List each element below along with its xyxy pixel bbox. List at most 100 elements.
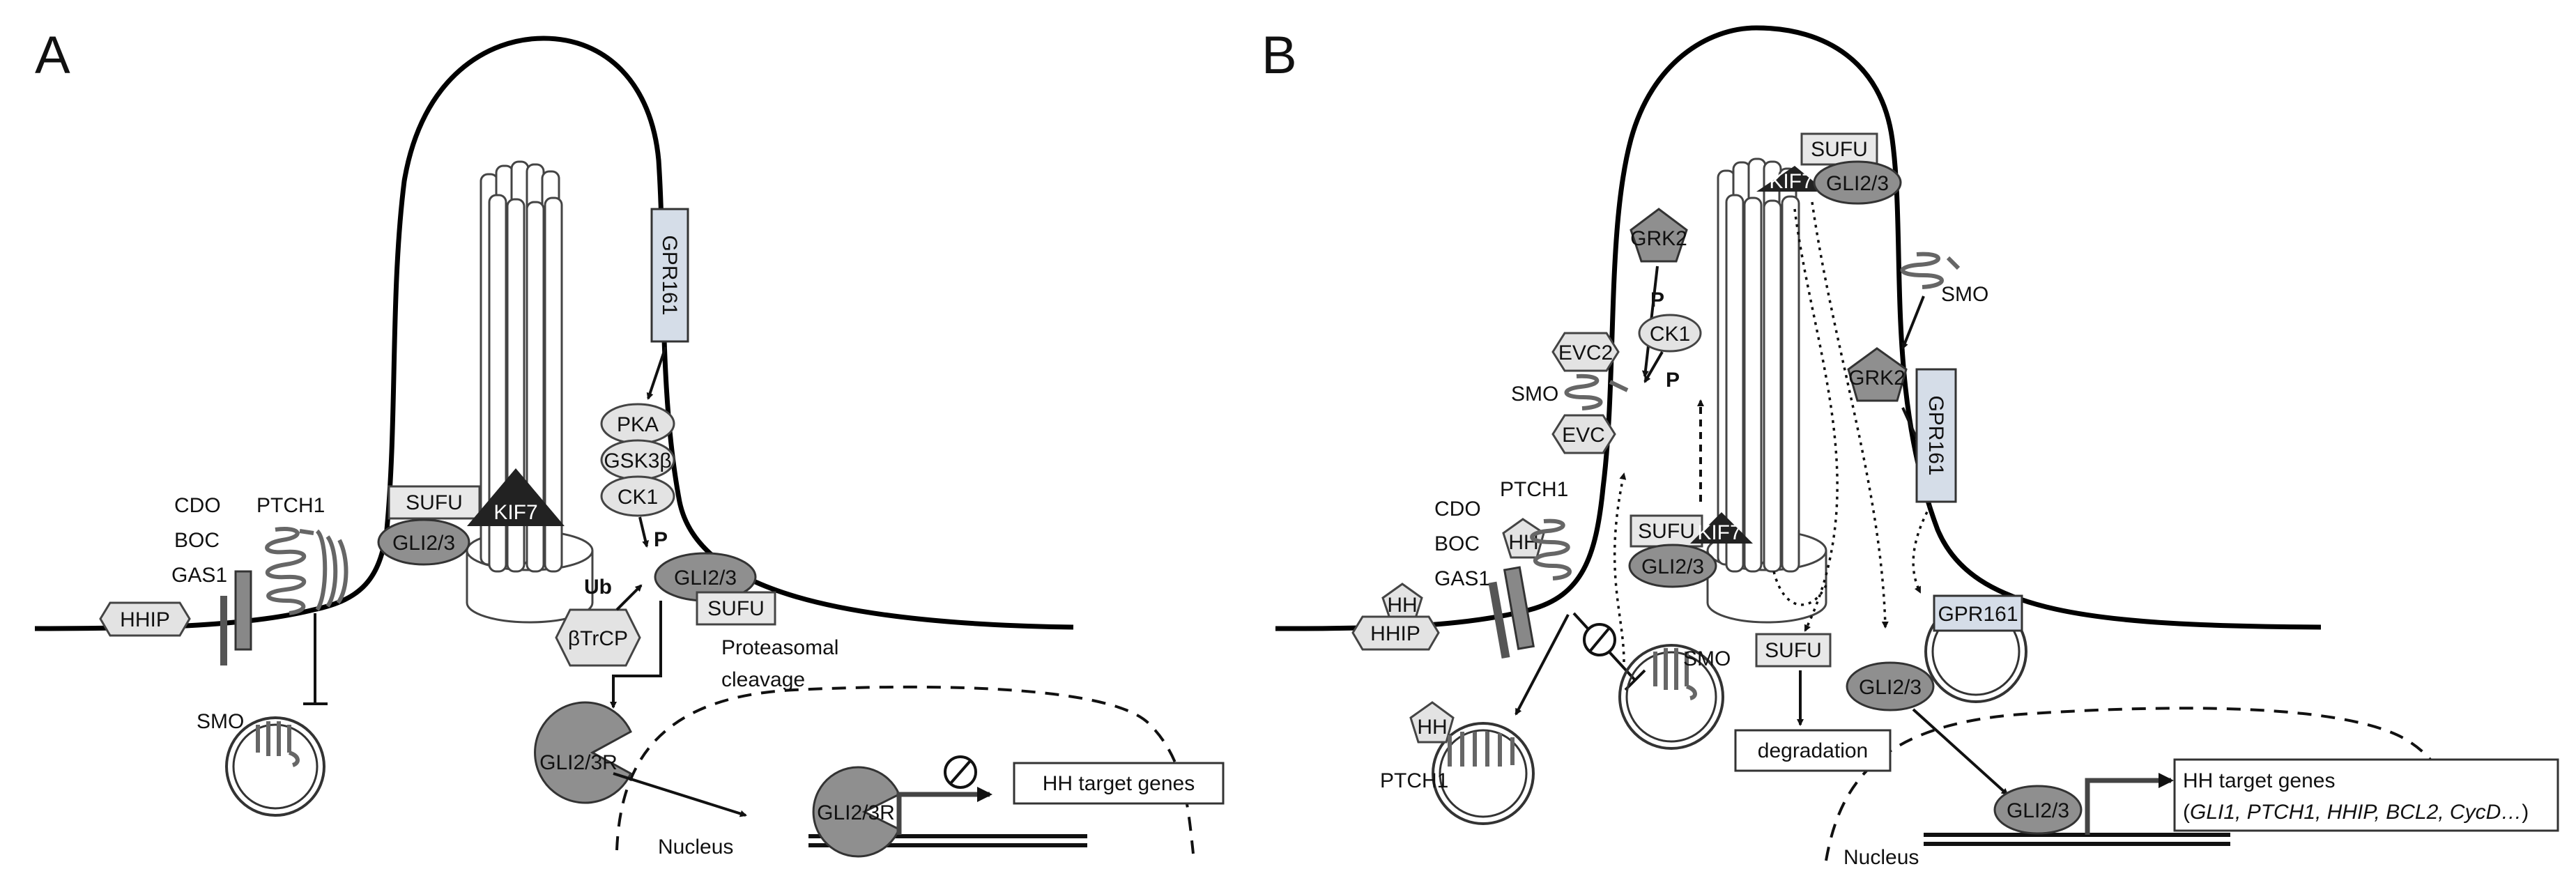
panel-a-letter: A (35, 26, 70, 85)
panel-b-letter: B (1262, 26, 1297, 85)
panel-a-cleavage-arrow (610, 601, 662, 709)
panel-b-gpr161-exit-arrow (1912, 505, 1932, 594)
panel-a-smo-vesicle-inner (232, 723, 319, 810)
panel-b-base-kif7-label: KIF7 (1697, 521, 1741, 544)
panel-a-gsk3b-label: GSK3β (604, 449, 671, 472)
panel-a-gli-r-to-nucleus-arrow (613, 772, 747, 817)
panel-b-phospho-grk2-mark: P (1650, 288, 1664, 311)
panel-b-ck1-label: CK1 (1650, 323, 1690, 346)
panel-a-ptch1-helices (315, 529, 348, 611)
panel-b-smo-cilium-label: SMO (1511, 383, 1558, 406)
panel-b-tip-kif7-label: KIF7 (1769, 170, 1813, 193)
panel-a-gli-label: GLI2/3 (392, 532, 455, 555)
panel-b-smo-vesicle-outer (1618, 644, 1724, 750)
panel-a-sufu-box (388, 485, 481, 520)
panel-b: B Nucleus SUFU KIF7 GLI2/3 S (1262, 25, 2559, 869)
panel-b-nucleus-label: Nucleus (1843, 846, 1919, 869)
panel-a-cdo-label: CDO (174, 494, 221, 517)
panel-a-gli-p-label: GLI2/3 (674, 567, 737, 590)
panel-b-coreceptor-bar-2 (1503, 566, 1535, 650)
panel-b-target-genes-line: (GLI1, PTCH1, HHIP, BCL2, CycD…) (2183, 801, 2529, 824)
panel-b-evc-label: EVC (1562, 424, 1605, 447)
panel-b-ptch1-internalize-arrow (1515, 614, 1570, 716)
panel-a-target-label: HH target genes (1043, 772, 1195, 795)
panel-a-proteasomal-line1: Proteasomal (721, 636, 838, 659)
panel-b-smo-right-coil (1900, 252, 1961, 289)
panel-b-free-gli-label: GLI2/3 (1859, 676, 1922, 699)
panel-a-gpr161-box (650, 208, 689, 343)
panel-a-gli-r-dna-label: GLI2/3R (817, 801, 895, 824)
panel-b-evc-shape (1551, 414, 1616, 454)
panel-b-cdo-label: CDO (1434, 498, 1481, 521)
panel-a-smo-coil (256, 721, 300, 767)
panel-b-ptch1-coil (1530, 518, 1572, 580)
panel-a-ptch1-coil (265, 527, 314, 615)
panel-b-evc2-label: EVC2 (1558, 341, 1613, 364)
panel-b-ptch1-vesicle-inner (1439, 729, 1528, 818)
panel-b-smo-right-arrow (1901, 295, 1925, 350)
panel-a-coreceptor-bar-2 (234, 570, 252, 651)
panel-b-gpr161-box (1915, 368, 1957, 503)
panel-b-base-kif7-triangle (1690, 512, 1753, 544)
panel-b-hh-vesicle-label: HH (1417, 716, 1447, 739)
panel-a-ck1-label: CK1 (618, 486, 658, 509)
panel-b-free-gli-ellipse (1846, 661, 1935, 711)
panel-b-gpr161-vesicle-label: GPR161 (1938, 603, 2018, 626)
panel-a-btrcp-shape (555, 608, 641, 667)
panel-a-btrcp-label: βTrCP (568, 627, 628, 650)
panel-b-smo-vesicle-inner (1625, 651, 1717, 743)
panel-b-tip-kif7-triangle (1756, 166, 1826, 192)
panel-a-block-slash (949, 760, 972, 785)
panel-a-gli-ellipse (377, 518, 470, 566)
panel-a-kif7-label: KIF7 (493, 501, 537, 524)
panel-b-dna-gli-ellipse (1993, 785, 2083, 835)
panel-b-hhip-label: HHIP (1370, 622, 1420, 645)
panel-b-tip-gli-exit-arrow (1811, 201, 1889, 629)
panel-b-target-open-paren: ( (2183, 801, 2190, 824)
panel-b-boc-label: BOC (1434, 532, 1480, 555)
panel-b-ptch1-vesicle-label: PTCH1 (1380, 769, 1448, 792)
panel-b-free-sufu-label: SUFU (1765, 639, 1822, 662)
panel-b-coreceptor-bar-1 (1488, 581, 1510, 659)
panel-a-boc-label: BOC (174, 529, 220, 552)
panel-a-phospho-mark: P (654, 528, 668, 551)
panel-b-hh-hhip-label: HH (1387, 594, 1417, 617)
panel-a-kif7-triangle (467, 468, 565, 526)
panel-b-target-close-paren: ) (2522, 801, 2529, 824)
panel-b-grk2-label: GRK2 (1630, 227, 1687, 250)
panel-a-gpr161-arrow (646, 346, 667, 400)
panel-b-base-sufu-label: SUFU (1638, 520, 1695, 543)
panel-b-smo-vesicle-label: SMO (1683, 647, 1731, 670)
panel-b-target-title: HH target genes (2183, 769, 2335, 792)
panel-a-sufu2-box (696, 591, 776, 626)
panel-b-grk2-right-label: GRK2 (1848, 367, 1906, 390)
panel-b-axoneme (1717, 157, 1800, 573)
panel-a-gas1-label: GAS1 (171, 564, 227, 587)
panel-a-gli-r-dna-pacman (812, 766, 900, 858)
panel-a-pka-label: PKA (617, 413, 659, 436)
panel-a-ub-mark: Ub (584, 576, 612, 599)
panel-a-gli-r-pacman (534, 701, 632, 804)
panel-a-nuclear-envelope (615, 685, 1195, 854)
panel-b-smo-vesicle-coil (1653, 648, 1697, 700)
panel-b-smo-right-label: SMO (1941, 283, 1988, 306)
panel-a-sufu2-label: SUFU (707, 597, 765, 620)
panel-a-kinase-arrow (638, 516, 650, 548)
panel-b-ptch1-vesicle-outer (1432, 722, 1535, 825)
panel-a-ptch1-label: PTCH1 (256, 494, 325, 517)
panel-b-ptch1-label: PTCH1 (1500, 478, 1568, 501)
panel-b-tip-gli-label: GLI2/3 (1826, 172, 1889, 195)
panel-b-base-gli-label: GLI2/3 (1641, 555, 1704, 578)
panel-a-sufu-label: SUFU (406, 491, 463, 514)
panel-a-target-box (1013, 762, 1225, 805)
panel-b-cell-membrane (1275, 25, 2322, 631)
panel-a-ub-arrow (615, 584, 643, 611)
panel-b-free-sufu-box (1755, 633, 1832, 668)
panel-a-smo-label: SMO (197, 710, 244, 733)
panel-b-block-slash (1588, 626, 1611, 654)
panel-a-coreceptor-bar-1 (220, 596, 227, 665)
panel-b-hh-vesicle-pentagon (1409, 701, 1455, 744)
panel-b-tip-gli-ellipse (1813, 160, 1902, 205)
panel-b-degradation-box (1734, 729, 1892, 772)
panel-a-nucleus-label: Nucleus (658, 836, 733, 859)
